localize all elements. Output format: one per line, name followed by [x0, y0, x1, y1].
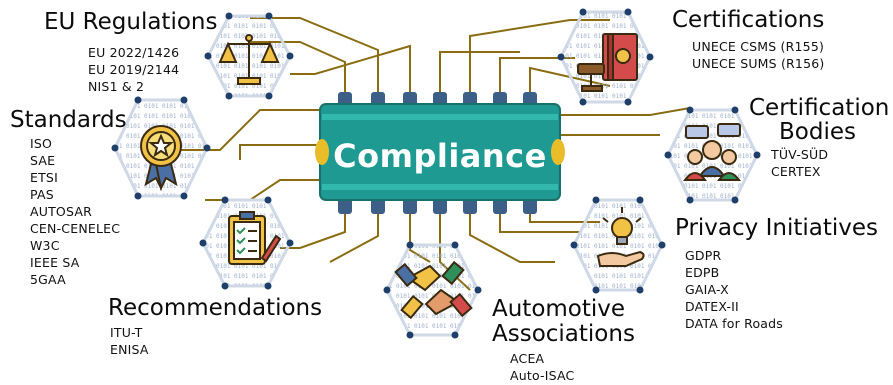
standards-list: ISO SAE ETSI PAS AUTOSAR CEN-CENELEC W3C…: [30, 135, 120, 288]
standards-title: Standards: [10, 107, 127, 133]
compliance-chip: [315, 103, 565, 201]
list-item: W3C: [30, 238, 60, 253]
list-item: EDPB: [685, 265, 720, 280]
automotive-associations-list: ACEA Auto-ISAC: [510, 350, 574, 384]
list-item: DATEX-II: [685, 299, 739, 314]
checklist-icon: [228, 211, 282, 265]
list-item: AUTOSAR: [30, 204, 92, 219]
gavel-book-icon: [577, 33, 638, 92]
certification-bodies-title-line2: Bodies: [779, 119, 856, 145]
certification-bodies-title-line1: Certification: [749, 95, 890, 121]
award-badge-icon: [140, 125, 182, 192]
privacy-initiatives-list: GDPR EDPB GAIA-X DATEX-II DATA for Roads: [685, 247, 783, 332]
list-item: UNECE CSMS (R155): [692, 39, 825, 54]
recommendations-list: ITU-T ENISA: [110, 324, 149, 358]
automotive-associations-title-line1: Automotive: [492, 296, 626, 322]
list-item: CERTEX: [771, 164, 821, 179]
eu-regulations-title: EU Regulations: [44, 9, 218, 35]
hexagon-dots: [111, 8, 761, 339]
list-item: PAS: [30, 187, 54, 202]
list-item: TÜV-SÜD: [771, 147, 829, 162]
list-item: NIS1 & 2: [88, 79, 145, 94]
automotive-associations-title-line2: Associations: [492, 321, 635, 347]
handshake-icon: [394, 260, 473, 320]
list-item: ETSI: [30, 170, 58, 185]
list-item: ISO: [30, 136, 53, 151]
list-item: 5GAA: [30, 272, 66, 287]
list-item: EU 2022/1426: [88, 45, 180, 60]
certification-bodies-list: TÜV-SÜD CERTEX: [771, 146, 828, 180]
list-item: DATA for Roads: [685, 316, 784, 331]
eu-regulations-list: EU 2022/1426 EU 2019/2144 NIS1 & 2: [88, 44, 179, 95]
list-item: SAE: [30, 153, 56, 168]
certifications-title: Certifications: [672, 7, 825, 33]
list-item: ACEA: [510, 351, 545, 366]
scales-icon: [218, 34, 280, 85]
recommendations-title: Recommendations: [108, 295, 323, 321]
list-item: EU 2019/2144: [88, 62, 180, 77]
list-item: UNECE SUMS (R156): [692, 56, 825, 71]
certifications-list: UNECE CSMS (R155) UNECE SUMS (R156): [692, 38, 824, 72]
people-group-icon: [683, 123, 741, 181]
list-item: ITU-T: [110, 325, 143, 340]
list-item: Auto-ISAC: [510, 368, 575, 383]
chip-label: Compliance: [333, 137, 547, 175]
privacy-initiatives-title: Privacy Initiatives: [675, 215, 878, 241]
lightbulb-hand-icon: [596, 207, 645, 267]
list-item: GDPR: [685, 248, 722, 263]
list-item: ENISA: [110, 342, 149, 357]
list-item: IEEE SA: [30, 255, 80, 270]
list-item: GAIA-X: [685, 282, 729, 297]
list-item: CEN-CENELEC: [30, 221, 121, 236]
